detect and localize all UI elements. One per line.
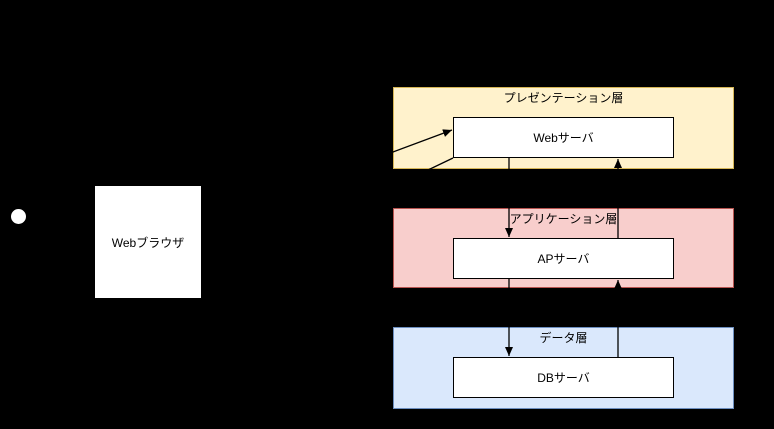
ap-server-node: APサーバ [453,238,674,279]
db-server-label: DBサーバ [537,371,590,385]
application-layer-title: アプリケーション層 [509,212,618,226]
web-browser-label: Webブラウザ [111,235,185,250]
web-server-label: Webサーバ [533,131,594,145]
actor-icon [10,208,26,224]
web-server-node: Webサーバ [453,117,674,158]
ap-server-label: APサーバ [537,252,590,266]
presentation-layer-title: プレゼンテーション層 [503,91,624,105]
web-browser-node: Webブラウザ [94,185,202,299]
data-layer-title: データ層 [539,331,588,345]
db-server-node: DBサーバ [453,357,674,398]
